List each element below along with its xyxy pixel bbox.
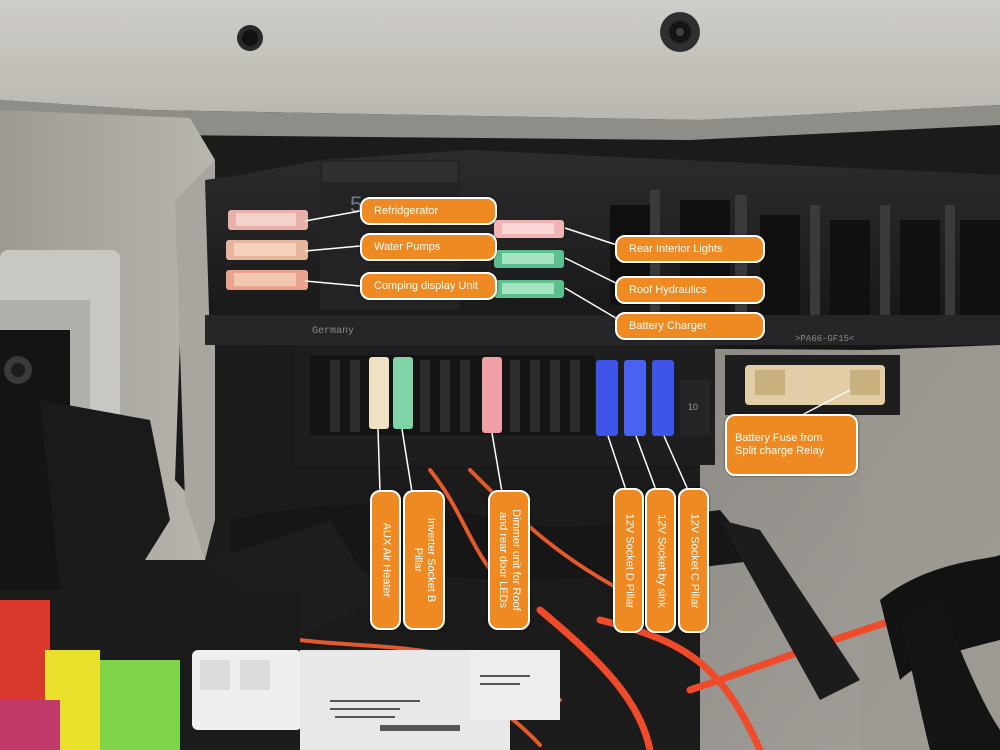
- callout-dimmer-line1: Dimmer unit for Roof: [510, 509, 522, 611]
- callout-socket-c-pillar: 12V Socket C Pillar: [678, 488, 709, 633]
- callout-rear-interior-lights-label: Rear Interior Lights: [629, 242, 723, 255]
- callout-inverter-socket-line2: Pillar: [412, 547, 424, 573]
- callout-refrigerator: Refridgerator: [360, 197, 497, 225]
- callout-inverter-socket-label: Inverter Socket B Pillar: [411, 500, 437, 620]
- callout-battery-charger-label: Battery Charger: [629, 319, 707, 332]
- callout-battery-charger: Battery Charger: [615, 312, 765, 340]
- callout-refrigerator-label: Refridgerator: [374, 204, 439, 217]
- callout-battery-fuse: Battery Fuse from Split charge Relay: [725, 414, 858, 476]
- callout-water-pumps-label: Water Pumps: [374, 240, 441, 253]
- callout-socket-sink-label: 12V Socket by sink: [655, 513, 667, 608]
- callout-roof-hydraulics-label: Roof Hydraulics: [629, 283, 707, 296]
- part-number-marking: >PA66-GF15<: [795, 334, 854, 344]
- callout-inverter-socket-line1: Inverter Socket B: [425, 517, 437, 603]
- callout-dimmer-line2: and rear door LEDs: [497, 512, 509, 608]
- germany-marking: Germany: [312, 326, 354, 337]
- callout-socket-c-pillar-label: 12V Socket C Pillar: [688, 513, 700, 608]
- callout-display-unit-label: Comping display Unit: [374, 279, 478, 292]
- callout-aux-air-heater-label: AUX Air Heater: [380, 522, 392, 598]
- callout-display-unit: Comping display Unit: [360, 272, 497, 300]
- callout-water-pumps: Water Pumps: [360, 233, 497, 261]
- callout-inverter-socket: Inverter Socket B Pillar: [403, 490, 445, 630]
- callout-socket-sink: 12V Socket by sink: [645, 488, 676, 633]
- callout-roof-hydraulics: Roof Hydraulics: [615, 276, 765, 304]
- callout-battery-fuse-label: Battery Fuse from Split charge Relay: [735, 432, 825, 457]
- callout-aux-air-heater: AUX Air Heater: [370, 490, 401, 630]
- callout-dimmer-unit-label: Dimmer unit for Roof and rear door LEDs: [496, 500, 522, 620]
- callout-socket-d-pillar: 12V Socket D Pillar: [613, 488, 644, 633]
- callout-socket-d-pillar-label: 12V Socket D Pillar: [623, 513, 635, 608]
- callout-dimmer-unit: Dimmer unit for Roof and rear door LEDs: [488, 490, 530, 630]
- callout-rear-interior-lights: Rear Interior Lights: [615, 235, 765, 263]
- fuse-row-number-marking: 10: [688, 402, 698, 412]
